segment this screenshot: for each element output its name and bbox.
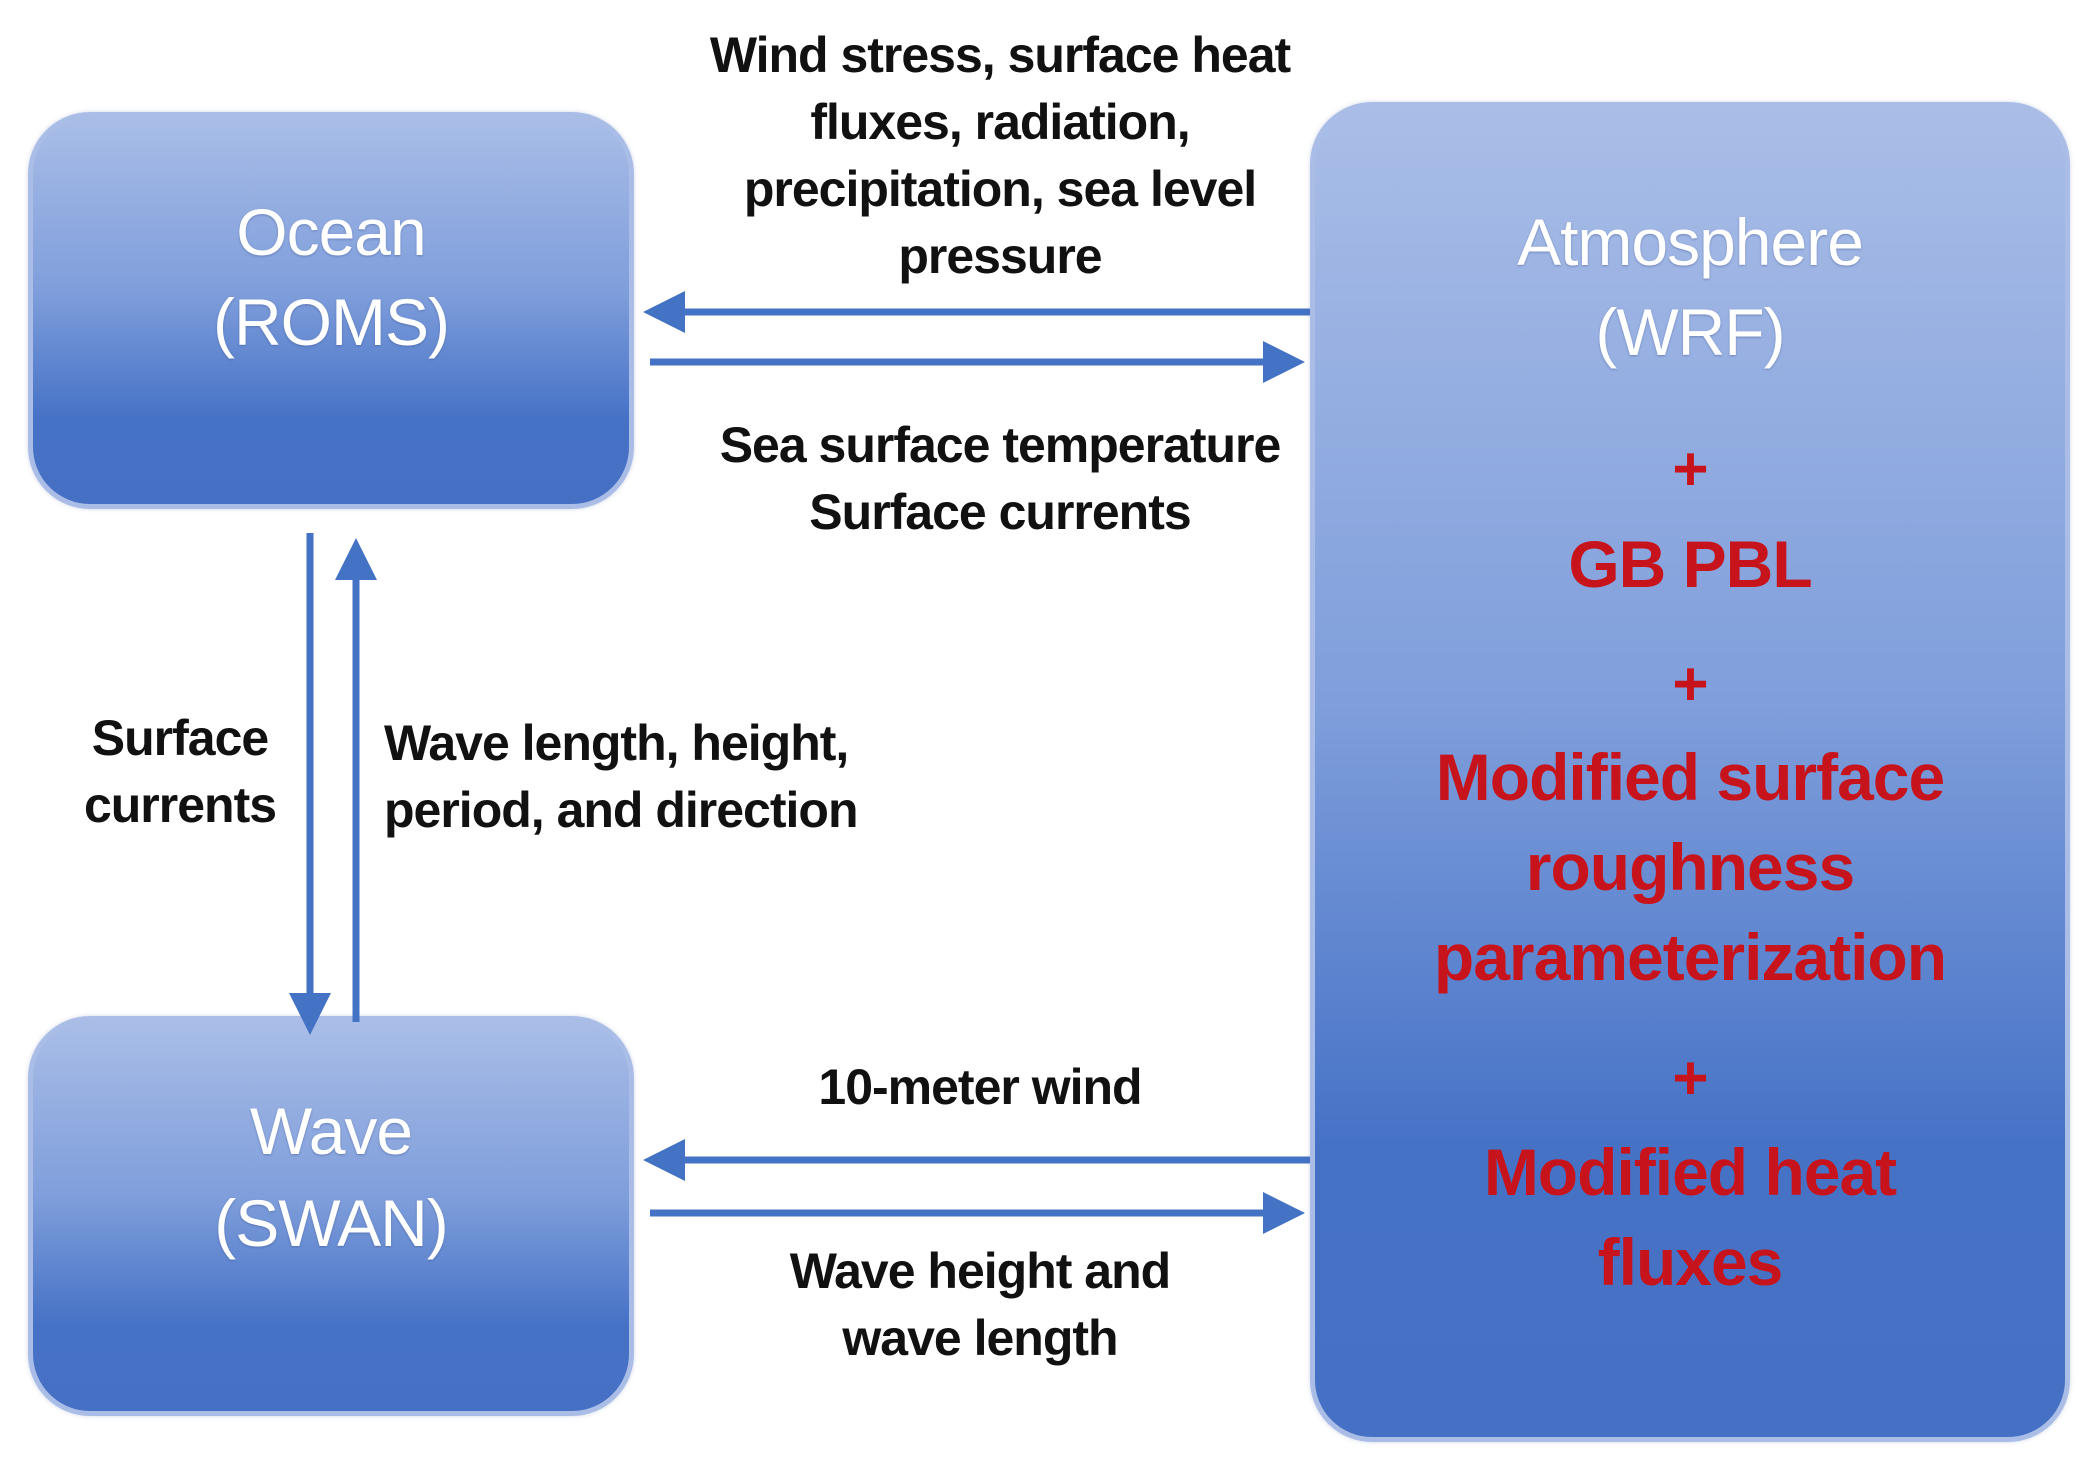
atm-to-wave-label-line1: 10-meter wind (818, 1059, 1142, 1115)
gb-pbl-label: GB PBL (1568, 527, 1812, 601)
wave-to-ocean-label-line1: Wave length, height, (384, 715, 849, 771)
atmosphere-box-model: (WRF) (1595, 295, 1785, 369)
wave-box-title: Wave (249, 1094, 413, 1168)
heat-fluxes-line1: Modified heat (1483, 1135, 1897, 1209)
heat-fluxes-line2: fluxes (1597, 1225, 1784, 1299)
atm-to-wave-label: 10-meter wind (640, 1054, 1320, 1121)
ocean-to-wave-label-line1: Surface (91, 710, 269, 766)
plus-sign-1: + (1672, 435, 1708, 504)
surface-roughness-line2: roughness (1525, 830, 1855, 904)
wave-box-model: (SWAN) (214, 1186, 449, 1260)
atmosphere-box: Atmosphere (WRF) + GB PBL + Modified sur… (1310, 102, 2070, 1442)
plus-sign-2: + (1672, 650, 1708, 719)
ocean-box-model: (ROMS) (213, 285, 450, 359)
wave-to-ocean-label: Wave length, height, period, and directi… (384, 710, 984, 844)
atm-to-ocean-label: Wind stress, surface heat fluxes, radiat… (640, 22, 1360, 290)
surface-roughness-line1: Modified surface (1435, 740, 1945, 814)
wave-to-atm-label-line2: wave length (842, 1310, 1118, 1366)
surface-roughness-line3: parameterization (1433, 920, 1947, 994)
wave-to-atm-label-line1: Wave height and (789, 1243, 1171, 1299)
ocean-to-wave-label-line2: currents (83, 777, 277, 833)
plus-sign-3: + (1672, 1044, 1708, 1113)
atmosphere-box-title: Atmosphere (1517, 205, 1864, 279)
ocean-box: Ocean (ROMS) (28, 112, 634, 509)
atm-to-ocean-label-line4: pressure (898, 228, 1102, 284)
ocean-to-atm-label-line2: Surface currents (809, 484, 1191, 540)
atm-to-ocean-label-line2: fluxes, radiation, (810, 94, 1190, 150)
ocean-to-atm-label-line1: Sea surface temperature (719, 417, 1282, 473)
atm-to-ocean-label-line3: precipitation, sea level (743, 161, 1257, 217)
wave-box: Wave (SWAN) (28, 1016, 634, 1416)
wave-to-ocean-label-line2: period, and direction (384, 782, 858, 838)
ocean-to-atm-label: Sea surface temperature Surface currents (640, 412, 1360, 546)
wave-to-atm-label: Wave height and wave length (640, 1238, 1320, 1372)
ocean-box-title: Ocean (236, 195, 426, 269)
atm-to-ocean-label-line1: Wind stress, surface heat (709, 27, 1291, 83)
ocean-to-wave-label: Surface currents (60, 705, 300, 839)
